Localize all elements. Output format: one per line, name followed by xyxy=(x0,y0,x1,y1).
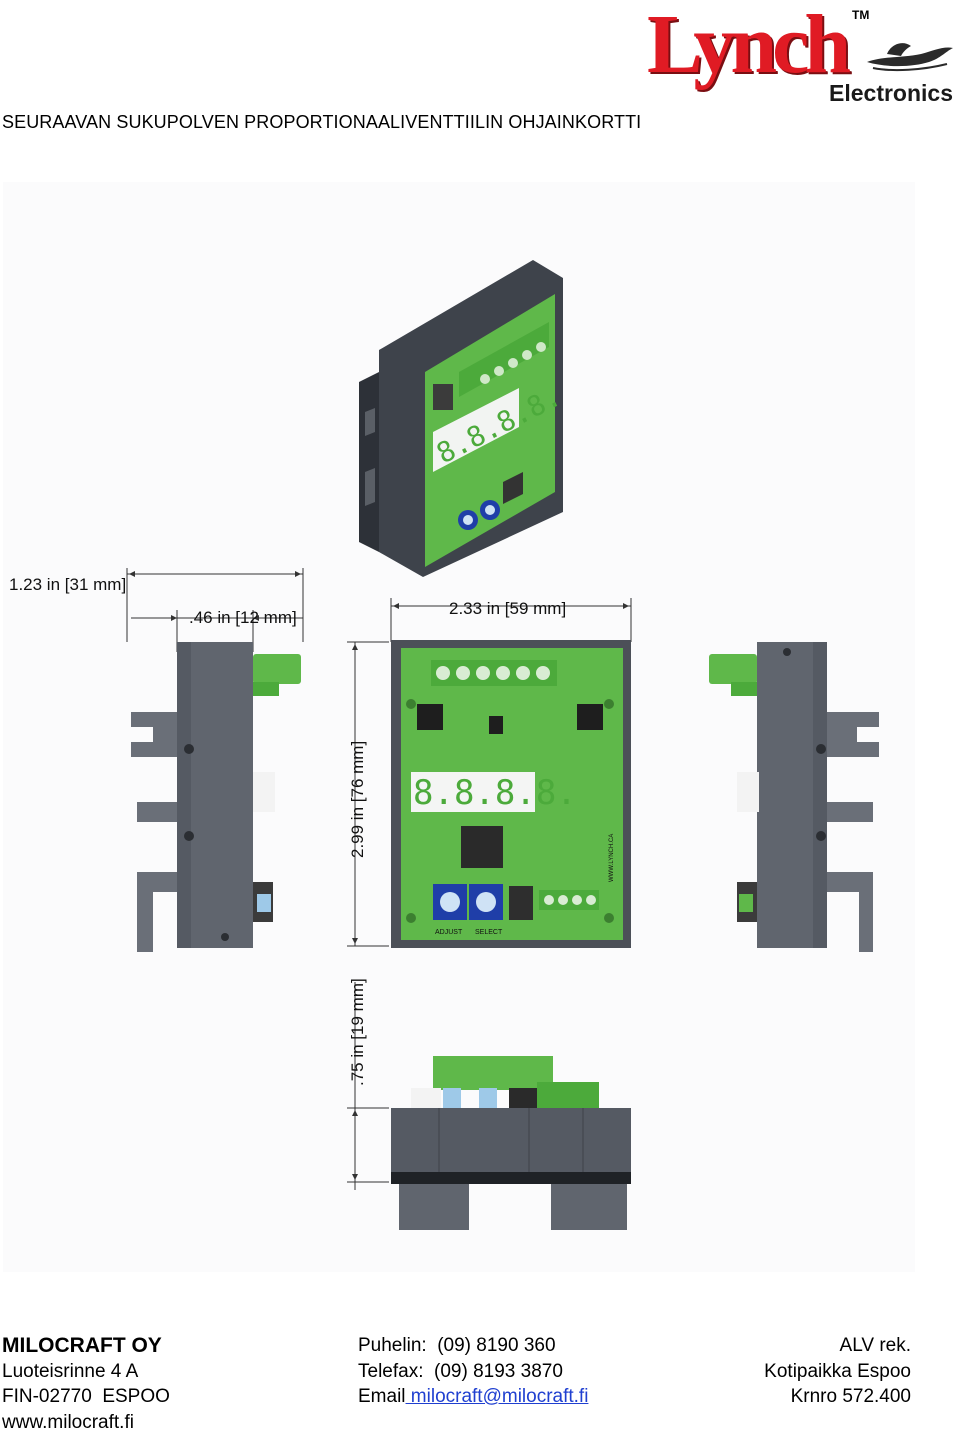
right-side-view xyxy=(709,642,879,952)
left-side-view: 1.23 in [31 mm] .46 in [12 mm] xyxy=(9,568,303,952)
dim-front-width: 2.33 in [59 mm] xyxy=(449,599,566,618)
bird-icon xyxy=(863,34,957,76)
email-row: Email milocraft@milocraft.fi xyxy=(358,1384,588,1410)
vat-registration: ALV rek. xyxy=(764,1333,911,1359)
logo-trademark: TM xyxy=(852,8,869,22)
dim-height: 2.99 in [76 mm] xyxy=(348,741,367,858)
drawing-canvas: 8.8.8.8. 1.23 in [31 mm] .46 in [12 mm] xyxy=(3,182,915,1272)
email-link[interactable]: milocraft@milocraft.fi xyxy=(406,1386,589,1407)
logo-wordmark: Lynch xyxy=(647,0,846,93)
footer-company-column: MILOCRAFT OY Luoteisrinne 4 A FIN-02770 … xyxy=(2,1333,170,1435)
footer-registration-column: ALV rek. Kotipaikka Espoo Krnro 572.400 xyxy=(764,1333,911,1410)
product-drawing: 8.8.8.8. 1.23 in [31 mm] .46 in [12 mm] xyxy=(3,182,915,1272)
dim-width-inner: .46 in [12 mm] xyxy=(189,608,297,627)
bottom-view: .75 in [19 mm] xyxy=(347,978,631,1230)
board-url: WWW.LYNCH.CA xyxy=(609,834,615,882)
label-adjust: ADJUST xyxy=(435,929,463,936)
email-label: Email xyxy=(358,1386,406,1407)
company-name: MILOCRAFT OY xyxy=(2,1333,170,1359)
isometric-view: 8.8.8.8. xyxy=(359,260,566,577)
domicile: Kotipaikka Espoo xyxy=(764,1359,911,1385)
street-address: Luoteisrinne 4 A xyxy=(2,1359,170,1385)
document-title: SEURAAVAN SUKUPOLVEN PROPORTIONAALIVENTT… xyxy=(2,112,641,133)
phone-number: Puhelin: (09) 8190 360 xyxy=(358,1333,588,1359)
trade-register-number: Krnro 572.400 xyxy=(764,1384,911,1410)
display-digits: 8.8.8.8. xyxy=(413,773,577,813)
dim-depth: .75 in [19 mm] xyxy=(348,978,367,1086)
label-select: SELECT xyxy=(475,929,503,936)
postal-address: FIN-02770 ESPOO xyxy=(2,1384,170,1410)
footer-contact-column: Puhelin: (09) 8190 360 Telefax: (09) 819… xyxy=(358,1333,588,1410)
fax-number: Telefax: (09) 8193 3870 xyxy=(358,1359,588,1385)
front-view: 2.33 in [59 mm] 2.99 in [76 mm] 8.8.8.8. xyxy=(347,598,631,948)
logo-subtitle: Electronics xyxy=(829,80,953,107)
dim-width-total: 1.23 in [31 mm] xyxy=(9,575,126,594)
lynch-logo: Lynch TM Electronics xyxy=(645,4,957,108)
website-link[interactable]: www.milocraft.fi xyxy=(2,1410,170,1435)
